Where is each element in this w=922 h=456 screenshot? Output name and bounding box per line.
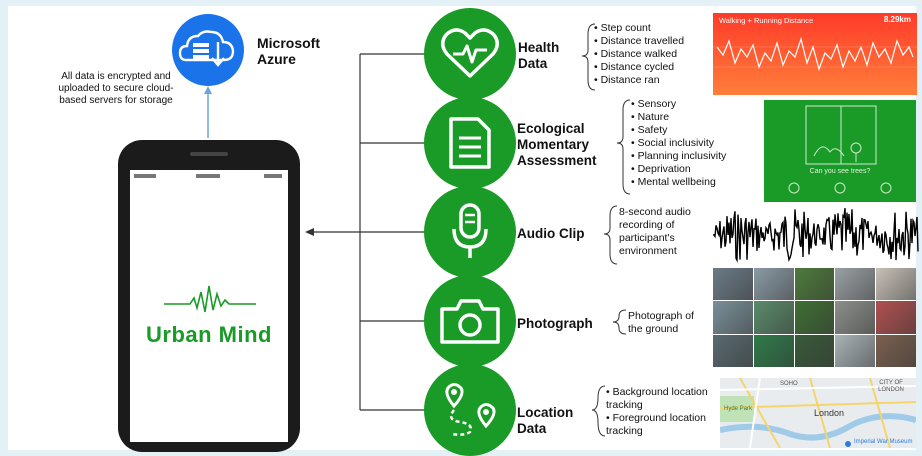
label-line: Data	[517, 421, 547, 436]
text-line: recording of	[619, 219, 675, 231]
phone-speaker	[190, 152, 228, 156]
ema-illustration	[788, 105, 892, 194]
map-label-hyde-park: Hyde Park	[724, 406, 753, 412]
label-line: Ecological	[517, 121, 585, 136]
audio-clip-description: 8-second audio recording of participant'…	[619, 206, 691, 258]
ground-photo-tile	[835, 268, 876, 301]
phone-screen: Urban Mind	[130, 170, 288, 442]
location-data-label: Location Data	[517, 405, 573, 437]
text-line: 8-second audio	[619, 206, 691, 218]
text-line: environment	[619, 245, 677, 257]
ground-photo-grid	[713, 268, 917, 368]
ground-photo-tile	[876, 268, 916, 301]
list-item: Mental wellbeing	[631, 176, 726, 189]
location-pins-icon	[424, 364, 516, 456]
map-illustration	[720, 378, 916, 448]
label-line: Location	[517, 405, 574, 420]
map-label-city: CITY OF LONDON	[878, 380, 904, 393]
text-line: participant's	[619, 232, 675, 244]
list-item: Foreground location tracking	[606, 412, 714, 438]
list-item: Social inclusivity	[631, 137, 726, 150]
ground-photo-tile	[753, 334, 794, 367]
ema-list: Sensory Nature Safety Social inclusivity…	[631, 98, 727, 189]
list-item: Distance travelled	[594, 35, 684, 48]
list-item: Planning inclusivity	[631, 150, 727, 163]
note-line: based servers for storage	[59, 95, 173, 106]
label-line: Data	[518, 56, 548, 71]
azure-title-line: Microsoft	[257, 35, 320, 51]
ground-photo-tile	[876, 301, 916, 334]
location-map-preview: SOHO CITY OF LONDON Hyde Park London Imp…	[720, 378, 916, 448]
map-label-soho: SOHO	[780, 381, 798, 387]
health-chart-title: Walking + Running Distance	[719, 16, 814, 25]
smartphone: Urban Mind	[118, 140, 300, 452]
app-name: Urban Mind	[146, 322, 272, 347]
list-item: Distance ran	[594, 74, 684, 87]
health-data-label: Health Data	[518, 40, 559, 72]
list-item: Sensory	[631, 98, 726, 111]
ground-photo-tile	[713, 334, 753, 367]
location-data-list: Background location tracking Foreground …	[606, 386, 714, 438]
status-bar	[134, 174, 284, 180]
photograph-label: Photograph	[517, 316, 593, 331]
ground-photo-tile	[753, 268, 794, 301]
azure-title: Microsoft Azure	[257, 35, 320, 67]
label-line: Assessment	[517, 153, 597, 168]
note-line: All data is encrypted and	[61, 71, 171, 82]
ground-photo-tile	[835, 301, 876, 334]
ground-photo-tile	[794, 301, 835, 334]
camera-icon	[424, 275, 516, 367]
azure-title-line: Azure	[257, 51, 296, 67]
ground-photo-tile	[713, 301, 753, 334]
list-item: Step count	[594, 22, 684, 35]
ground-photo-tile	[794, 268, 835, 301]
ema-question: Can you see trees?	[809, 168, 871, 175]
map-label-museum: Imperial War Museum	[854, 439, 913, 445]
label-line: Momentary	[517, 137, 590, 152]
note-line: uploaded to secure cloud-	[58, 83, 174, 94]
health-chart-preview: Walking + Running Distance 8.29km	[713, 13, 917, 95]
list-item: Distance cycled	[594, 61, 684, 74]
photograph-description: Photograph of the ground	[628, 310, 694, 336]
ground-photo-tile	[835, 334, 876, 367]
ground-photo-tile	[713, 268, 753, 301]
ground-photo-tile	[753, 301, 794, 334]
document-icon	[424, 97, 516, 189]
heart-pulse-icon	[424, 8, 516, 100]
encryption-note: All data is encrypted and uploaded to se…	[36, 71, 196, 107]
text-line: the ground	[628, 323, 679, 335]
text-line: Photograph of	[628, 310, 694, 322]
soundwave-logo-icon	[164, 285, 256, 313]
ema-label: Ecological Momentary Assessment	[517, 121, 597, 169]
ground-photo-tile	[794, 334, 835, 367]
list-item: Background location tracking	[606, 386, 714, 412]
health-line-chart	[713, 36, 917, 71]
map-label-london: London	[814, 408, 845, 418]
list-item: Nature	[631, 111, 726, 124]
list-item: Distance walked	[594, 48, 684, 61]
microphone-icon	[424, 186, 516, 278]
health-data-list: Step count Distance travelled Distance w…	[594, 22, 684, 87]
audio-waveform-preview	[713, 208, 919, 263]
label-line: Health	[518, 40, 560, 55]
ground-photo-tile	[876, 334, 916, 367]
list-item: Safety	[631, 124, 726, 137]
ema-app-preview: Can you see trees?	[764, 100, 916, 202]
health-chart-value: 8.29km	[883, 15, 911, 24]
audio-clip-label: Audio Clip	[517, 226, 585, 241]
list-item: Deprivation	[631, 163, 726, 176]
azure-cloud-icon	[166, 12, 250, 93]
